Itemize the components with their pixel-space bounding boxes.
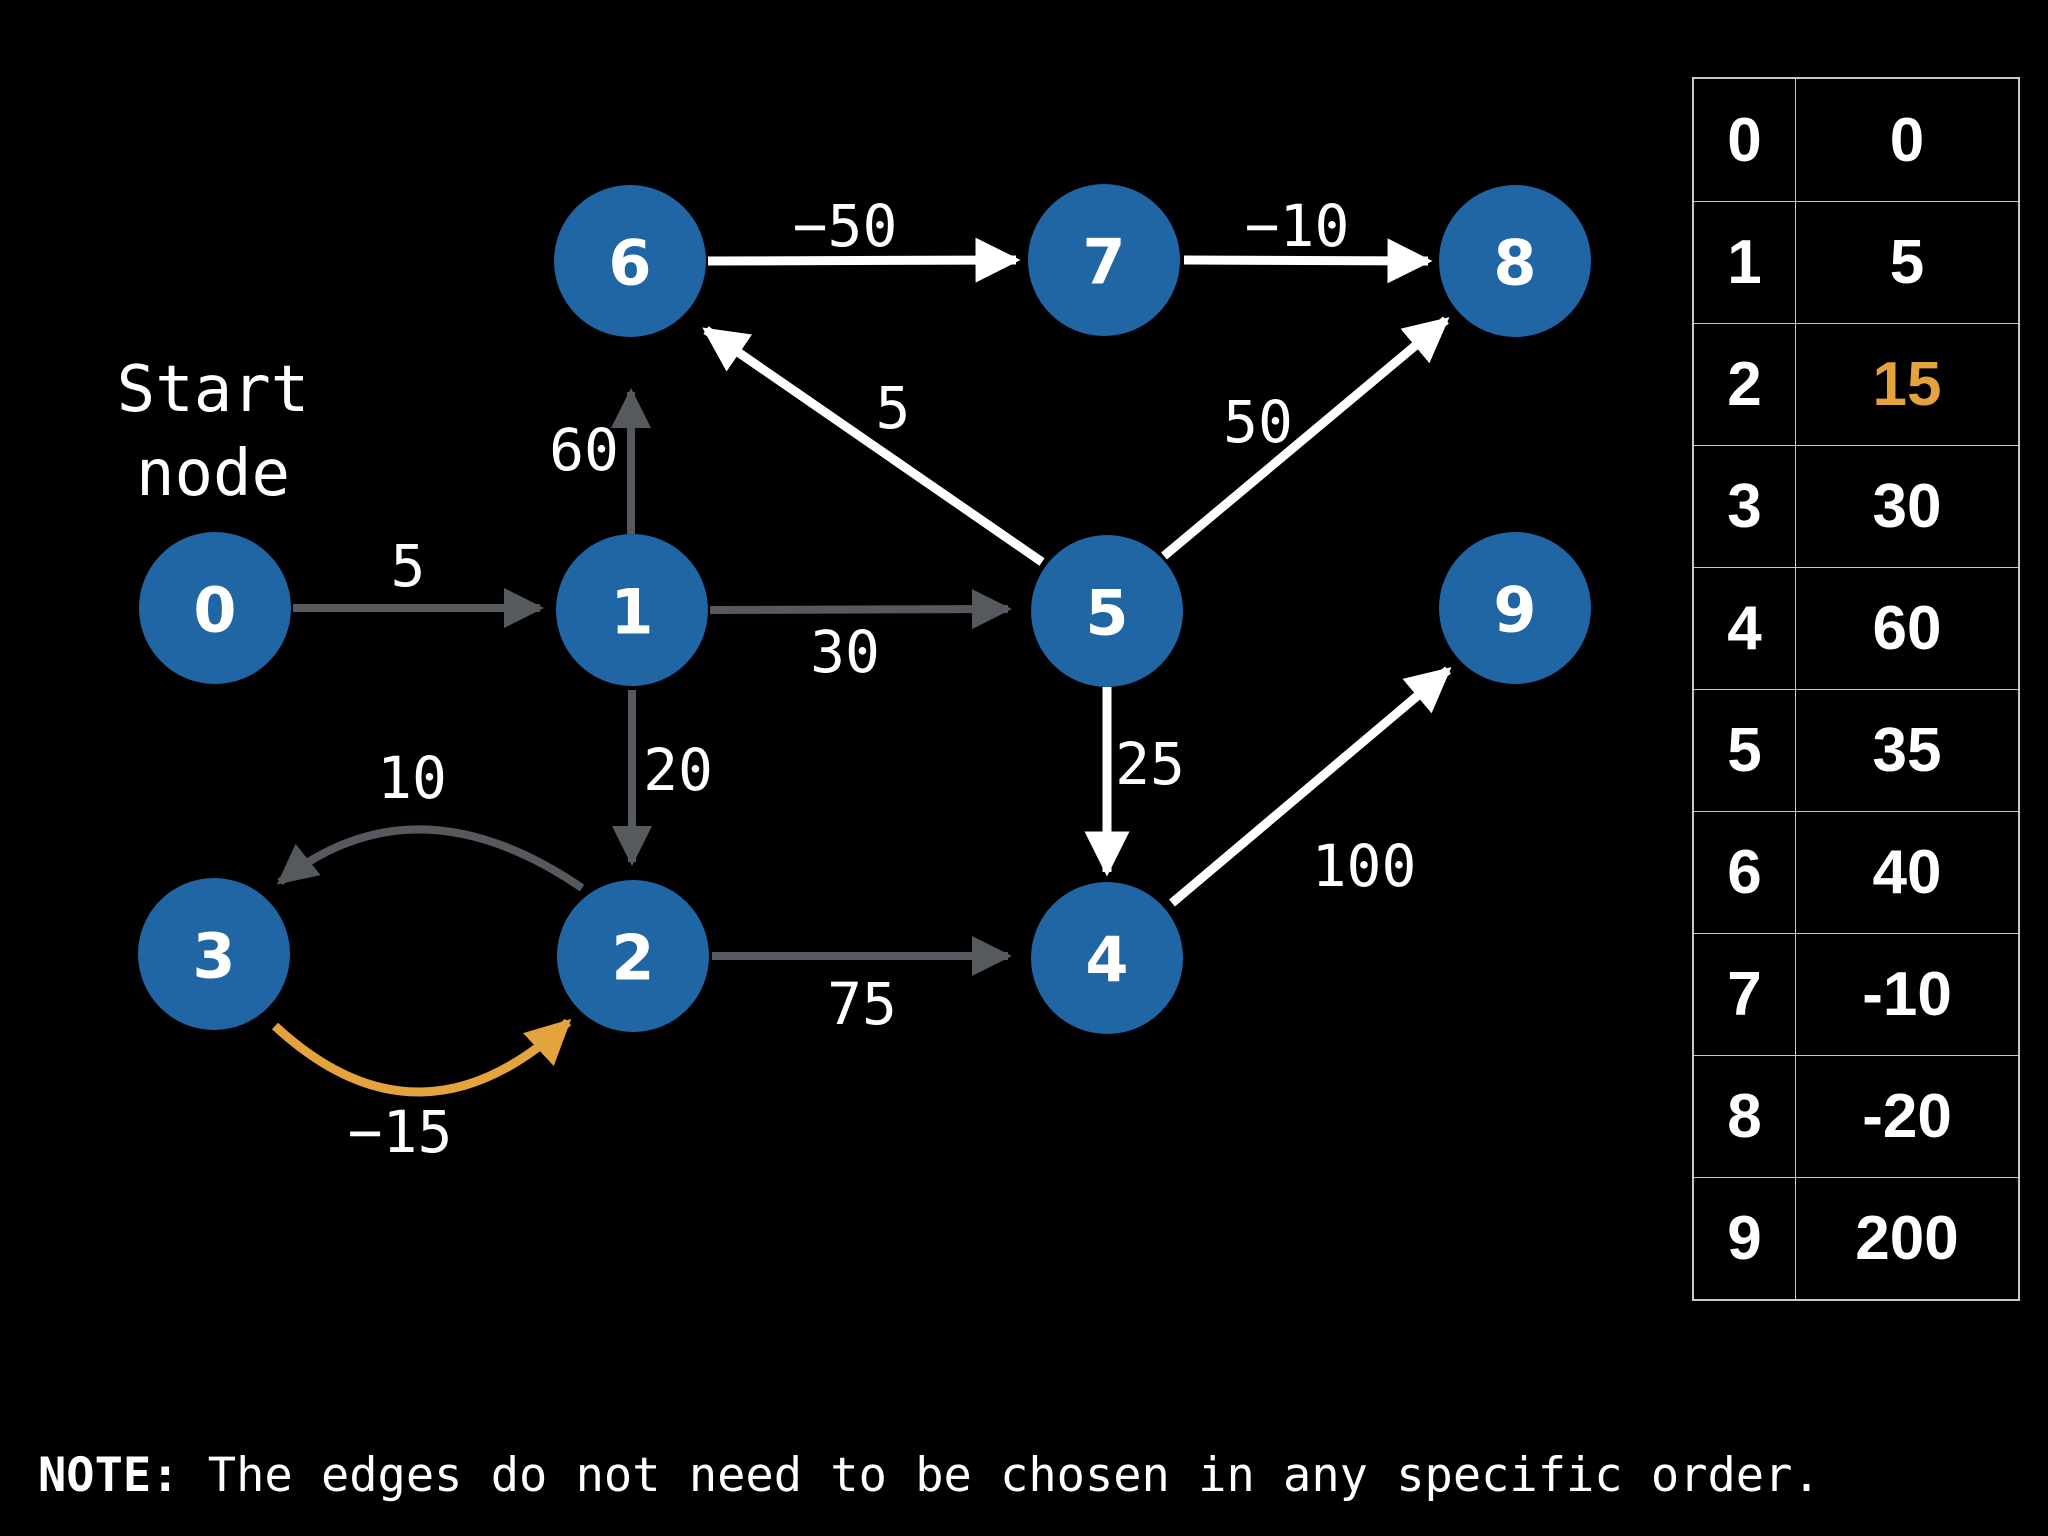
table-cell-distance: 35: [1795, 690, 2018, 811]
graph-node-9: [1439, 532, 1591, 684]
edge-weight-2-4: 75: [827, 970, 897, 1038]
table-row-node-4: 4 60: [1694, 567, 2018, 689]
edge-3-2: [271, 1018, 572, 1097]
table-cell-distance: 40: [1795, 812, 2018, 933]
edge-weight-2-3: 10: [377, 744, 447, 812]
graph-node-5: [1031, 535, 1183, 687]
graph-node-label-6: 6: [608, 227, 651, 300]
footnote-text: The edges do not need to be chosen in an…: [179, 1448, 1821, 1503]
table-cell-node-id: 5: [1727, 716, 1762, 785]
graph-node-label-8: 8: [1493, 227, 1536, 300]
graph-node-3: [138, 878, 290, 1030]
table-cell-distance: 15: [1795, 324, 2018, 445]
table-cell-node-id: 8: [1727, 1082, 1762, 1151]
graph-node-label-2: 2: [611, 922, 654, 995]
table-row-node-5: 5 35: [1694, 689, 2018, 811]
edge-1-5: [709, 589, 1012, 630]
footnote-prefix: NOTE:: [38, 1448, 180, 1503]
table-cell-distance: 60: [1795, 568, 2018, 689]
edge-2-3: [276, 825, 585, 892]
table-cell-node-id: 9: [1727, 1204, 1762, 1273]
edge-weight-4-9: 100: [1312, 832, 1417, 900]
table-row-node-8: 8 -20: [1694, 1055, 2018, 1177]
table-cell-node-id: 3: [1727, 472, 1762, 541]
graph-node-7: [1028, 184, 1180, 336]
nodes-layer: 0 1 2 3 4 5 6 7 8 9: [138, 184, 1591, 1034]
graph-node-0: [139, 532, 291, 684]
table-cell-node-id: 0: [1727, 105, 1762, 175]
table-cell-node-id: 4: [1727, 594, 1762, 663]
edge-weight-7-8: −10: [1245, 192, 1350, 260]
start-node-label: Start node: [63, 348, 363, 516]
graph-node-label-4: 4: [1085, 924, 1128, 997]
footnote: NOTE: The edges do not need to be chosen…: [38, 1448, 1821, 1503]
edge-weight-5-8: 50: [1223, 388, 1293, 456]
graph-node-label-3: 3: [192, 920, 235, 993]
graph-node-2: [557, 880, 709, 1032]
edge-weight-1-6: 60: [549, 416, 619, 484]
graph-node-4: [1031, 882, 1183, 1034]
edge-5-6: [702, 326, 1045, 566]
edge-weight-0-1: 5: [391, 532, 426, 600]
table-cell-node-id: 6: [1727, 838, 1762, 907]
edge-weight-5-6: 5: [876, 374, 911, 442]
graph-node-label-5: 5: [1085, 577, 1128, 650]
edge-weight-1-5: 30: [810, 618, 880, 686]
graph-node-label-1: 1: [610, 576, 653, 649]
table-cell-node-id: 2: [1727, 350, 1762, 419]
table-cell-node-id: 1: [1727, 228, 1762, 297]
graph-node-1: [556, 534, 708, 686]
edge-4-9: [1169, 666, 1452, 907]
edge-7-8: [1183, 238, 1433, 284]
table-row-node-7: 7 -10: [1694, 933, 2018, 1055]
table-cell-distance: -20: [1795, 1056, 2018, 1177]
table-cell-distance: 5: [1795, 202, 2018, 323]
table-cell-distance: 200: [1795, 1178, 2018, 1299]
table-row-node-3: 3 30: [1694, 445, 2018, 567]
table-row-node-2: 2 15: [1694, 323, 2018, 445]
graph-node-label-0: 0: [193, 574, 236, 647]
edge-5-8: [1161, 316, 1450, 560]
table-row-node-9: 9 200: [1694, 1177, 2018, 1299]
edge-6-7: [707, 237, 1021, 283]
table-cell-distance: 0: [1795, 79, 2018, 201]
graph-node-6: [554, 185, 706, 337]
edges-layer: [271, 237, 1452, 1097]
edge-weight-1-2: 20: [643, 736, 713, 804]
edge-weight-6-7: −50: [793, 192, 898, 260]
graph-node-8: [1439, 185, 1591, 337]
start-node-label-line1: Start: [116, 353, 310, 427]
graph-node-label-7: 7: [1082, 226, 1125, 299]
table-row-node-6: 6 40: [1694, 811, 2018, 933]
table-cell-distance: -10: [1795, 934, 2018, 1055]
graph-node-label-9: 9: [1493, 574, 1536, 647]
table-cell-distance: 30: [1795, 446, 2018, 567]
edge-weight-3-2: −15: [348, 1098, 453, 1166]
edge-weight-5-4: 25: [1115, 730, 1185, 798]
table-cell-node-id: 7: [1727, 960, 1762, 1029]
start-node-label-line2: node: [135, 437, 291, 511]
